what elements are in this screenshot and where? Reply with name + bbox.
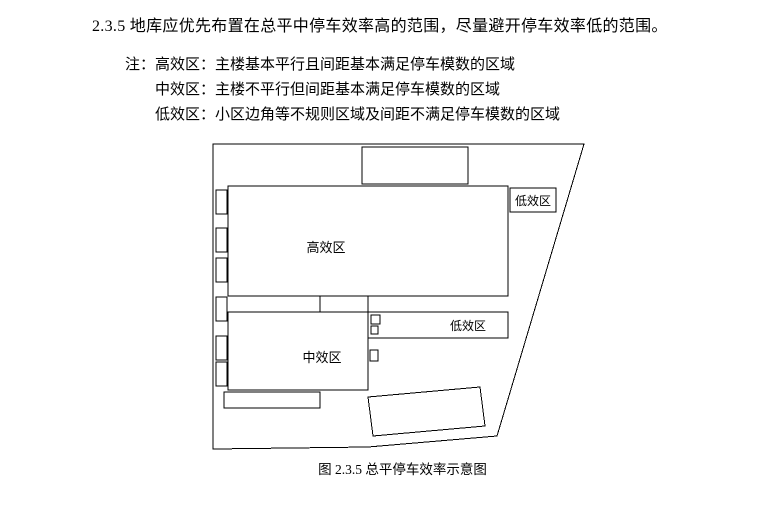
note-text-medium: 中效区：主楼不平行但间距基本满足停车模数的区域 — [155, 82, 501, 98]
core-block — [215, 227, 228, 253]
small-block — [369, 349, 379, 362]
clause-text: 2.3.5 地库应优先布置在总平中停车效率高的范围，尽量避开停车效率低的范围。 — [92, 18, 668, 35]
low-zone-mid-box — [367, 311, 509, 339]
zone-label-medium: 中效区 — [302, 350, 341, 365]
zone-label-low-mid: 低效区 — [450, 318, 486, 333]
figure-caption: 图 2.3.5 总平停车效率示意图 — [318, 462, 487, 477]
zone-label-high: 高效区 — [306, 240, 345, 255]
small-block — [370, 325, 379, 335]
core-block — [215, 361, 228, 387]
note-prefix: 注： — [125, 57, 156, 73]
core-block — [215, 335, 228, 361]
note-text-low: 低效区：小区边角等不规则区域及间距不满足停车模数的区域 — [155, 107, 561, 123]
bottom-left-building-outline — [223, 391, 321, 409]
angled-building-outline — [367, 386, 486, 437]
note-text-high: 高效区：主楼基本平行且间距基本满足停车模数的区域 — [155, 57, 516, 73]
top-building-outline — [361, 146, 469, 185]
medium-zone-outline — [227, 311, 369, 391]
low-zone-top-box — [509, 187, 557, 213]
notes-block: 注：高效区：主楼基本平行且间距基本满足停车模数的区域 中效区：主楼不平行但间距基… — [125, 53, 560, 128]
small-block — [370, 314, 381, 325]
high-zone-outline — [227, 185, 509, 297]
core-block — [215, 189, 228, 215]
note-line-high: 注：高效区：主楼基本平行且间距基本满足停车模数的区域 — [125, 53, 560, 78]
site-plan-diagram: 高效区 低效区 低效区 中效区 — [212, 143, 585, 450]
site-boundary — [212, 143, 585, 450]
zone-label-low-top: 低效区 — [515, 193, 551, 208]
core-block — [215, 296, 228, 322]
core-block — [215, 257, 228, 283]
note-line-low: 低效区：小区边角等不规则区域及间距不满足停车模数的区域 — [125, 103, 560, 128]
note-line-medium: 中效区：主楼不平行但间距基本满足停车模数的区域 — [125, 78, 560, 103]
